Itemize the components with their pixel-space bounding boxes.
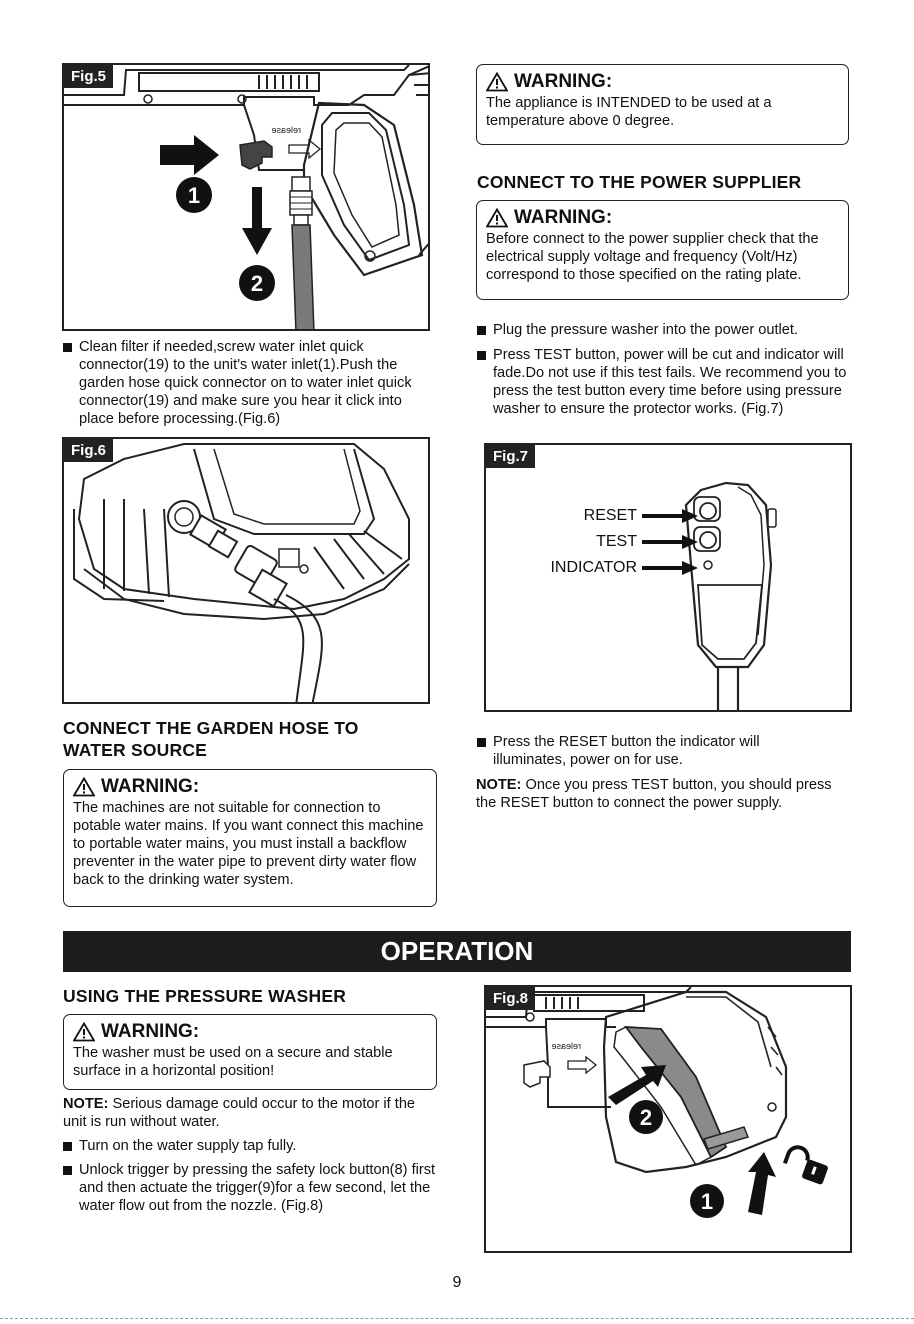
warning-triangle-icon xyxy=(73,1022,95,1042)
bullet-unlock-trigger: Unlock trigger by pressing the safety lo… xyxy=(63,1161,439,1215)
warning-body: Before connect to the power supplier che… xyxy=(486,231,819,283)
figure-6: Fig.6 xyxy=(62,437,430,704)
bullet-water-tap: Turn on the water supply tap fully. xyxy=(63,1137,433,1155)
figure-5: Fig.5 release xyxy=(62,63,430,331)
warning-body: The washer must be used on a secure and … xyxy=(73,1045,393,1079)
note-damage: NOTE: Serious damage could occur to the … xyxy=(63,1095,433,1131)
heading-power-supplier: CONNECT TO THE POWER SUPPLIER xyxy=(477,172,802,192)
figure-8-illustration: release 2 1 xyxy=(486,987,828,1218)
section-banner-operation: OPERATION xyxy=(63,931,851,972)
figure-8-label: Fig.8 xyxy=(486,987,536,1010)
heading-garden-hose: CONNECT THE GARDEN HOSE TO WATER SOURCE xyxy=(63,718,359,760)
warning-box-voltage: WARNING: Before connect to the power sup… xyxy=(476,200,849,300)
bullet-plug: Plug the pressure washer into the power … xyxy=(477,321,857,339)
bullet-clean-filter: Clean filter if needed,screw water inlet… xyxy=(63,338,433,428)
fig5-step-2: 2 xyxy=(251,271,263,296)
fig5-step-1: 1 xyxy=(188,183,200,208)
warning-title: WARNING: xyxy=(101,1021,200,1042)
heading-using-pressure-washer: USING THE PRESSURE WASHER xyxy=(63,986,347,1006)
figure-6-label: Fig.6 xyxy=(64,439,114,462)
warning-title: WARNING: xyxy=(101,776,200,797)
warning-box-surface: WARNING: The washer must be used on a se… xyxy=(63,1014,437,1090)
bullet-test: Press TEST button, power will be cut and… xyxy=(477,346,855,418)
note-text: Serious damage could occur to the motor … xyxy=(63,1096,416,1130)
note-text: Once you press TEST button, you should p… xyxy=(476,777,832,811)
warning-title: WARNING: xyxy=(514,207,613,228)
mirror-release-label: release xyxy=(271,125,301,135)
figure-7: Fig.7 RESET TEST INDICATOR xyxy=(484,443,852,712)
page-bottom-divider xyxy=(0,1318,914,1319)
note-label: NOTE: xyxy=(476,777,522,793)
label-reset: RESET xyxy=(584,507,638,524)
bullet-reset: Press the RESET button the indicator wil… xyxy=(477,733,807,769)
note-label: NOTE: xyxy=(63,1096,109,1112)
warning-triangle-icon xyxy=(73,777,95,797)
figure-7-illustration: RESET TEST INDICATOR xyxy=(550,481,777,710)
figure-6-illustration xyxy=(73,443,410,702)
warning-title: WARNING: xyxy=(514,71,613,92)
page-number: 9 xyxy=(452,1274,462,1291)
warning-triangle-icon xyxy=(486,208,508,228)
figure-5-label: Fig.5 xyxy=(64,65,114,88)
note-reset: NOTE: Once you press TEST button, you sh… xyxy=(476,776,836,812)
fig8-step-1: 1 xyxy=(701,1189,713,1214)
fig8-step-2: 2 xyxy=(640,1105,652,1130)
warning-body: The appliance is INTENDED to be used at … xyxy=(486,95,772,129)
warning-body: The machines are not suitable for connec… xyxy=(73,800,424,888)
figure-7-label: Fig.7 xyxy=(486,445,536,468)
mirror-release-label: release xyxy=(551,1041,581,1051)
figure-5-illustration: release 1 2 xyxy=(64,65,428,329)
label-test: TEST xyxy=(596,533,637,550)
warning-triangle-icon xyxy=(486,72,508,92)
warning-box-water-mains: WARNING: The machines are not suitable f… xyxy=(63,769,437,907)
warning-box-temperature: WARNING: The appliance is INTENDED to be… xyxy=(476,64,849,145)
label-indicator: INDICATOR xyxy=(550,559,637,576)
figure-8: Fig.8 release 2 1 xyxy=(484,985,852,1253)
